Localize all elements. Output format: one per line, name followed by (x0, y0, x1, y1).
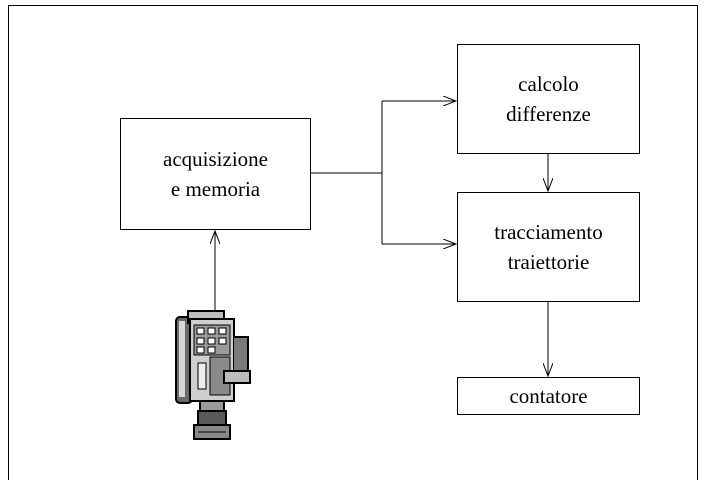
tracking-label-line1: tracciamento (494, 220, 603, 244)
counter-node: contatore (457, 377, 640, 415)
diagram-frame (8, 5, 698, 480)
acquisition-label-line2: e memoria (170, 177, 261, 201)
camera-icon (175, 310, 251, 440)
tracking-label-line2: traiettorie (507, 250, 590, 274)
acquisition-label-line1: acquisizione (163, 147, 268, 171)
acquisition-memory-node: acquisizione e memoria (120, 118, 311, 230)
differences-label-line2: differenze (506, 102, 591, 126)
counter-label: contatore (509, 384, 588, 408)
tracking-node: tracciamento traiettorie (457, 192, 640, 302)
differences-label-line1: calcolo (518, 72, 579, 96)
differences-node: calcolo differenze (457, 44, 640, 154)
